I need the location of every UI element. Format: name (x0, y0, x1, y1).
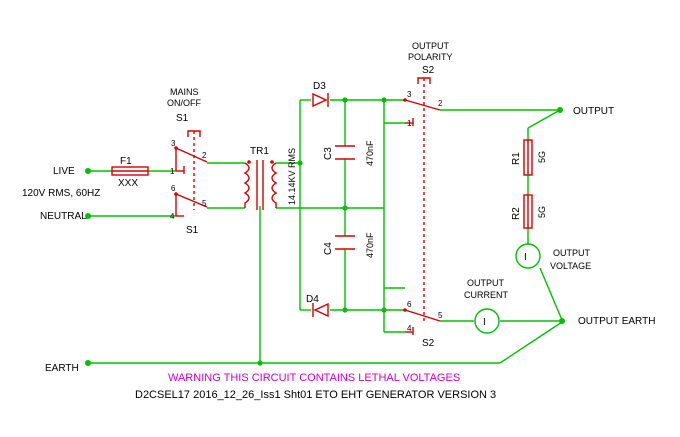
resistor-r2 (523, 194, 533, 229)
fuse-f1 (111, 166, 149, 176)
junction-dot (381, 307, 387, 313)
s2-title-line1: OUTPUT (412, 41, 450, 51)
junction-dots (85, 97, 565, 366)
junction-dot (342, 205, 348, 211)
earth-label: EARTH (45, 363, 79, 374)
junction-dot (257, 360, 263, 366)
output-label: OUTPUT (573, 106, 614, 117)
s2-title-line2: POLARITY (408, 52, 453, 62)
r2-value-label: 5G (537, 206, 547, 218)
pin-label: 4 (170, 212, 175, 221)
c4-value-label: 470nF (365, 232, 375, 258)
c4-label: C4 (323, 242, 334, 255)
junction-dot (297, 160, 303, 166)
pin-label: 1 (170, 167, 175, 176)
s1-title-line1: MAINS (170, 87, 199, 97)
transformer-tr1 (243, 160, 278, 210)
output-voltage-line1: OUTPUT (553, 248, 591, 258)
warning-text: WARNING THIS CIRCUIT CONTAINS LETHAL VOL… (168, 372, 460, 384)
diode-d3 (312, 92, 329, 108)
live-terminal-dot (85, 168, 91, 174)
neutral-label: NEUTRAL (40, 211, 87, 222)
output-earth-label: OUTPUT EARTH (578, 316, 655, 327)
s1-ref-bottom: S1 (186, 225, 199, 236)
s2-ref-top: S2 (422, 65, 435, 76)
pin-label: 2 (438, 99, 443, 108)
capacitor-c4 (335, 235, 355, 250)
pin-label: 3 (407, 90, 412, 99)
junction-dot (342, 307, 348, 313)
supply-label: 120V RMS, 60HZ (22, 188, 100, 199)
s1-ref-top: S1 (176, 113, 189, 124)
c3-label: C3 (323, 147, 334, 160)
earth-terminal-dot (85, 360, 91, 366)
r1-label: R1 (511, 152, 522, 165)
transformer-label: TR1 (250, 146, 269, 157)
pin-label: 3 (171, 139, 176, 148)
c3-value-label: 470nF (365, 140, 375, 166)
resistor-r1 (523, 139, 533, 176)
output-current-line2: CURRENT (464, 290, 509, 300)
pin-label: 2 (202, 151, 207, 160)
switch-s1 (174, 130, 208, 217)
pin-numbers: 3 2 1 6 5 4 3 2 1 6 5 4 (170, 90, 443, 333)
pin-label: 6 (407, 300, 412, 309)
junction-dot (342, 97, 348, 103)
pin-label: 5 (438, 311, 443, 320)
output-voltage-line2: VOLTAGE (550, 261, 591, 271)
capacitor-c3 (335, 145, 355, 160)
secondary-voltage-label: 14.14KV RMS (287, 148, 297, 205)
neutral-terminal-dot (85, 213, 91, 219)
output-current-line1: OUTPUT (467, 278, 505, 288)
pin-label: 5 (202, 199, 207, 208)
fuse-ref-label: F1 (120, 156, 132, 167)
s2-ref-bottom: S2 (422, 338, 435, 349)
labels: LIVE 120V RMS, 60HZ NEUTRAL EARTH F1 XXX… (22, 41, 655, 401)
output-terminal-dot (557, 107, 563, 113)
pin-label: 6 (171, 184, 176, 193)
pin-label: 1 (407, 119, 412, 128)
r2-label: R2 (511, 207, 522, 220)
output-current-meter: I (474, 308, 500, 334)
junction-dot (381, 97, 387, 103)
d4-label: D4 (306, 294, 319, 305)
output-earth-terminal-dot (559, 318, 565, 324)
d3-label: D3 (313, 81, 326, 92)
switch-s2 (403, 77, 441, 335)
current-meter-symbol: I (483, 317, 486, 328)
pin-label: 4 (407, 324, 412, 333)
wires (88, 99, 563, 364)
r1-value-label: 5G (537, 151, 547, 163)
s1-title-line2: ON/OFF (167, 98, 201, 108)
output-voltage-meter: I (515, 243, 541, 269)
title-block-text: D2CSEL17 2016_12_26_Iss1 Sht01 ETO EHT G… (135, 389, 496, 401)
voltage-meter-symbol: I (524, 252, 527, 263)
live-label: LIVE (53, 166, 75, 177)
diode-d4 (312, 302, 329, 318)
fuse-value-label: XXX (118, 178, 138, 189)
